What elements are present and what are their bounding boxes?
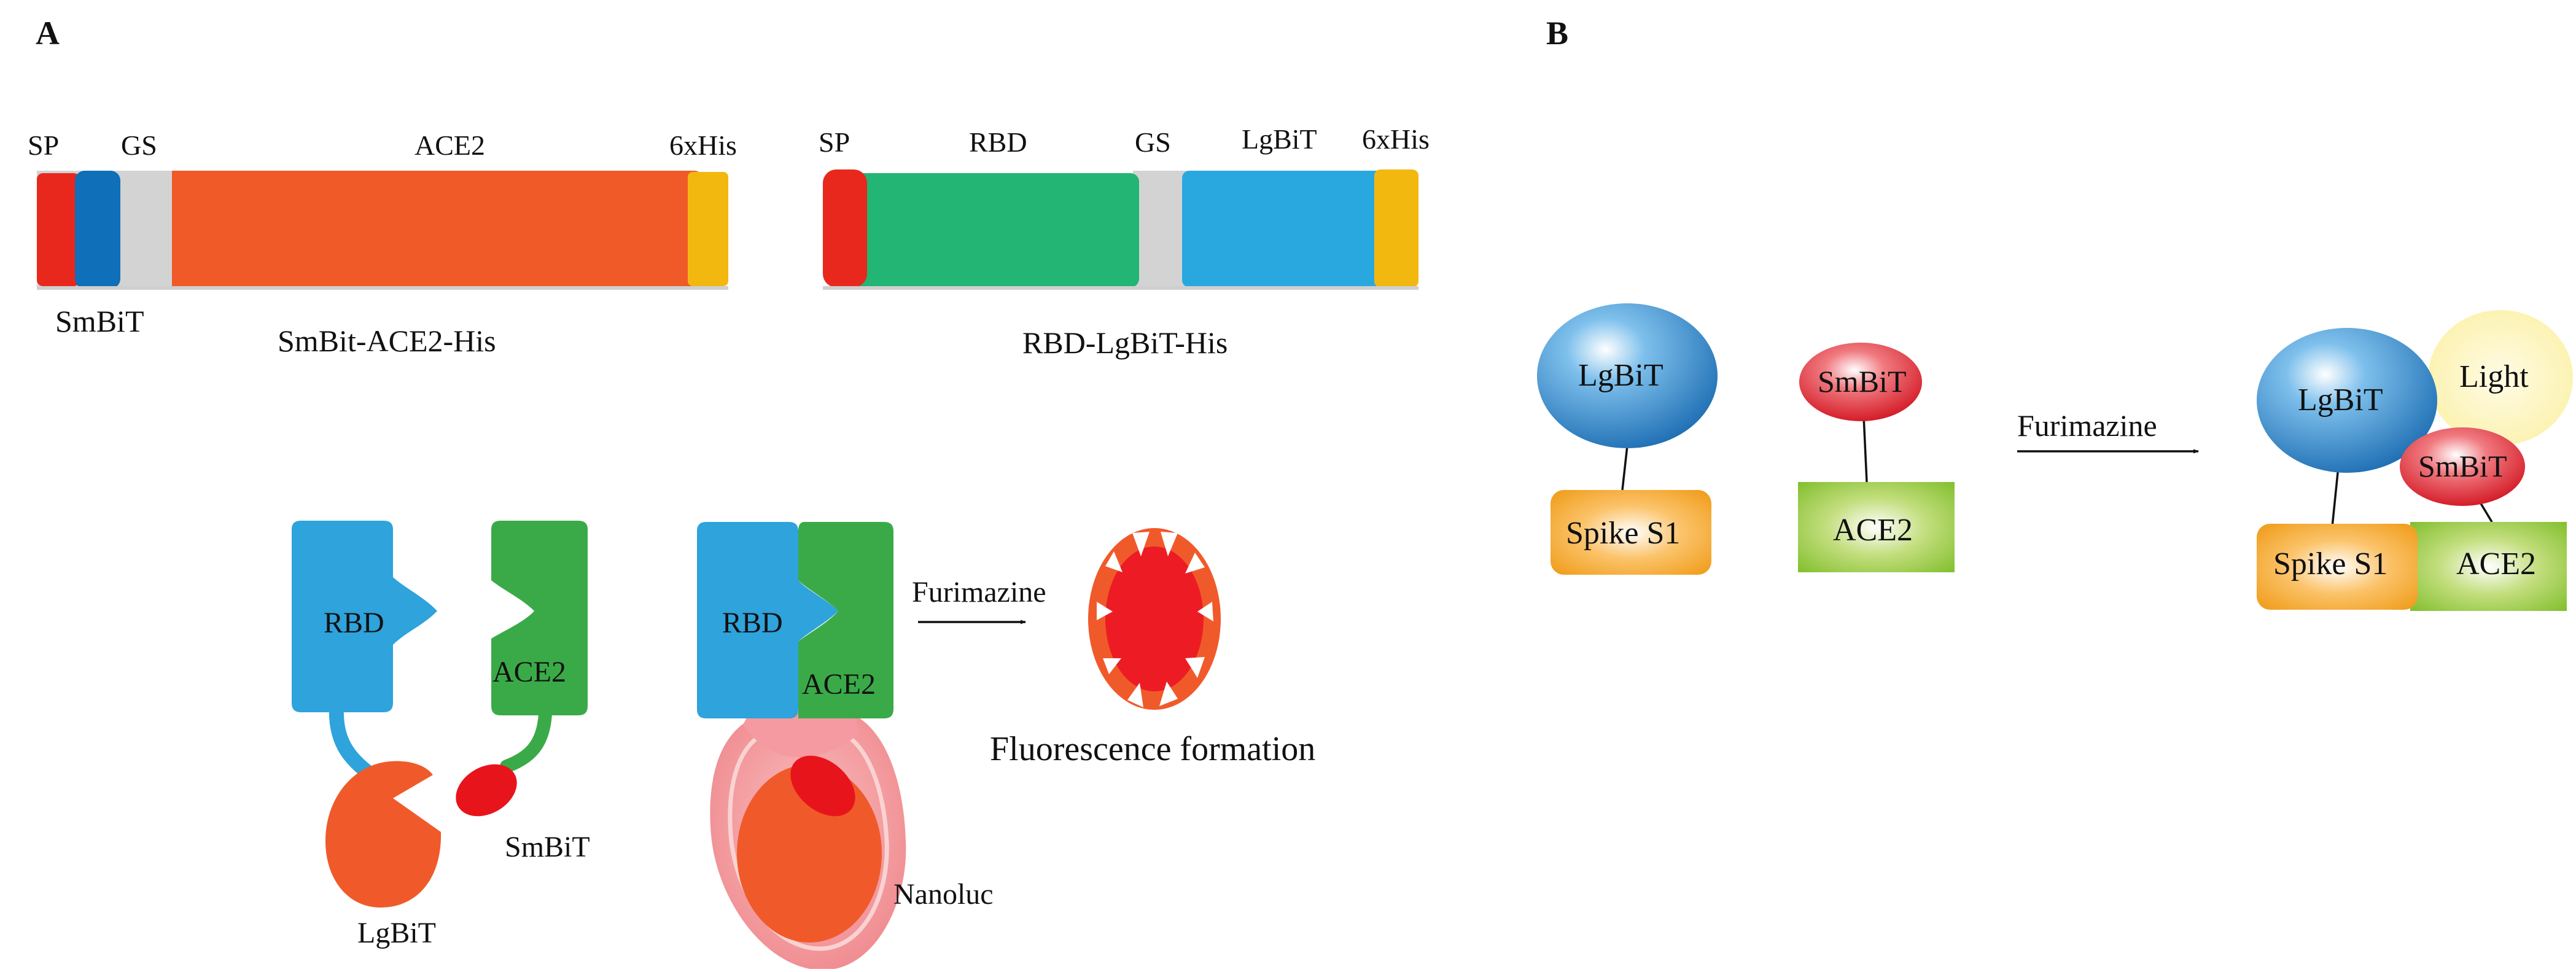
spike-s1-box: [1551, 490, 1711, 575]
smbit-ellipse: [1799, 343, 1922, 421]
furimazine-label: Furimazine: [912, 576, 1046, 608]
rbd-label: RBD: [722, 607, 783, 639]
construct-shadow: [823, 286, 1418, 290]
smbit-label: SmBiT: [1818, 364, 1906, 399]
ace2-label: ACE2: [802, 668, 876, 701]
panel-b-separate: LgBiT Spike S1 SmBiT ACE2: [1537, 303, 1955, 575]
light-glow: [2428, 310, 2573, 445]
segment-ace2-orange: [157, 171, 703, 287]
label-6xhis: 6xHis: [669, 130, 737, 161]
label-smbit: SmBiT: [55, 304, 144, 338]
rbd-block: [697, 522, 838, 718]
ace2-label: ACE2: [1833, 513, 1913, 548]
panel-label-b: B: [1546, 15, 1568, 52]
spike-s1-label: Spike S1: [1566, 516, 1680, 551]
furimazine-label: Furimazine: [2017, 408, 2157, 443]
segment-6xhis-yellow: [1374, 169, 1418, 287]
construct-shadow: [37, 286, 728, 290]
segment-6xhis-yellow: [688, 172, 728, 286]
spike-s1-label: Spike S1: [2273, 546, 2387, 581]
schematic-complex: RBD ACE2 Nanoluc: [697, 522, 994, 970]
light-label: Light: [2459, 359, 2529, 394]
label-gs: GS: [121, 130, 157, 161]
smbit-label: SmBiT: [505, 831, 590, 863]
segment-sp-red: [37, 173, 80, 286]
ace2-block: [491, 521, 588, 715]
construct-caption: SmBit-ACE2-His: [278, 324, 496, 358]
label-gs: GS: [1135, 126, 1171, 158]
ace2-label: ACE2: [2456, 546, 2536, 581]
label-rbd: RBD: [969, 126, 1027, 158]
lgbit-label: LgBiT: [357, 917, 436, 949]
lgbit-label: LgBiT: [2298, 383, 2383, 418]
segment-sp-red: [823, 169, 867, 287]
schematic-separate-proteins: RBD LgBiT ACE2 SmBiT: [292, 521, 590, 949]
fluorescence-burst: Fluorescence formation: [990, 528, 1315, 768]
nanoluc-top: [743, 711, 860, 758]
label-sp: SP: [28, 130, 59, 161]
ace2-box: [2410, 522, 2567, 611]
lgbit-ellipse: [2257, 328, 2437, 473]
burst-teeth: [1097, 532, 1213, 707]
smbit-ellipse: [2400, 427, 2525, 506]
burst-inner: [1105, 546, 1204, 691]
label-ace2: ACE2: [414, 130, 485, 161]
construct-rbd-lgbit-his: SP RBD GS LgBiT 6xHis RBD-LgBiT-His: [819, 123, 1430, 360]
smbit-shape: [456, 764, 517, 817]
construct-smbit-ace2-his: SP GS ACE2 6xHis SmBiT SmBit-ACE2-His: [28, 130, 737, 358]
nanoluc-label: Nanoluc: [893, 878, 994, 911]
construct-caption: RBD-LgBiT-His: [1022, 325, 1228, 360]
label-6xhis: 6xHis: [1362, 123, 1430, 155]
panel-b-complex: Light LgBiT SmBiT ACE2 Spike S1: [2257, 310, 2573, 611]
reaction-arrow-a: Furimazine: [912, 576, 1046, 624]
smbit-shape: [790, 755, 855, 817]
linker: [500, 707, 552, 773]
connector: [2331, 466, 2340, 527]
lgbit-ellipse: [1537, 303, 1718, 448]
spike-s1-box: [2257, 524, 2418, 610]
nanoluc-ring: [728, 725, 889, 951]
segment-lgbit-cyan: [1182, 171, 1388, 287]
connector: [1862, 416, 1868, 483]
ace2-block: [798, 522, 893, 718]
label-lgbit: LgBiT: [1242, 123, 1317, 155]
segment-gs-gray: [1133, 171, 1188, 287]
label-sp: SP: [819, 126, 850, 158]
rbd-label: RBD: [324, 607, 384, 639]
ace2-box: [1798, 482, 1955, 572]
panel-label-a: A: [36, 15, 60, 52]
reaction-arrow-b: Furimazine: [2017, 408, 2199, 454]
fluorescence-label: Fluorescence formation: [990, 730, 1315, 768]
smbit-label: SmBiT: [2418, 449, 2507, 483]
lgbit-shape: [325, 761, 442, 908]
segment-rbd-green: [850, 173, 1139, 287]
rbd-block: [292, 521, 437, 712]
lgbit-label: LgBiT: [1578, 358, 1664, 393]
ace2-label: ACE2: [492, 656, 566, 688]
segment-smbit-blue: [75, 171, 120, 289]
